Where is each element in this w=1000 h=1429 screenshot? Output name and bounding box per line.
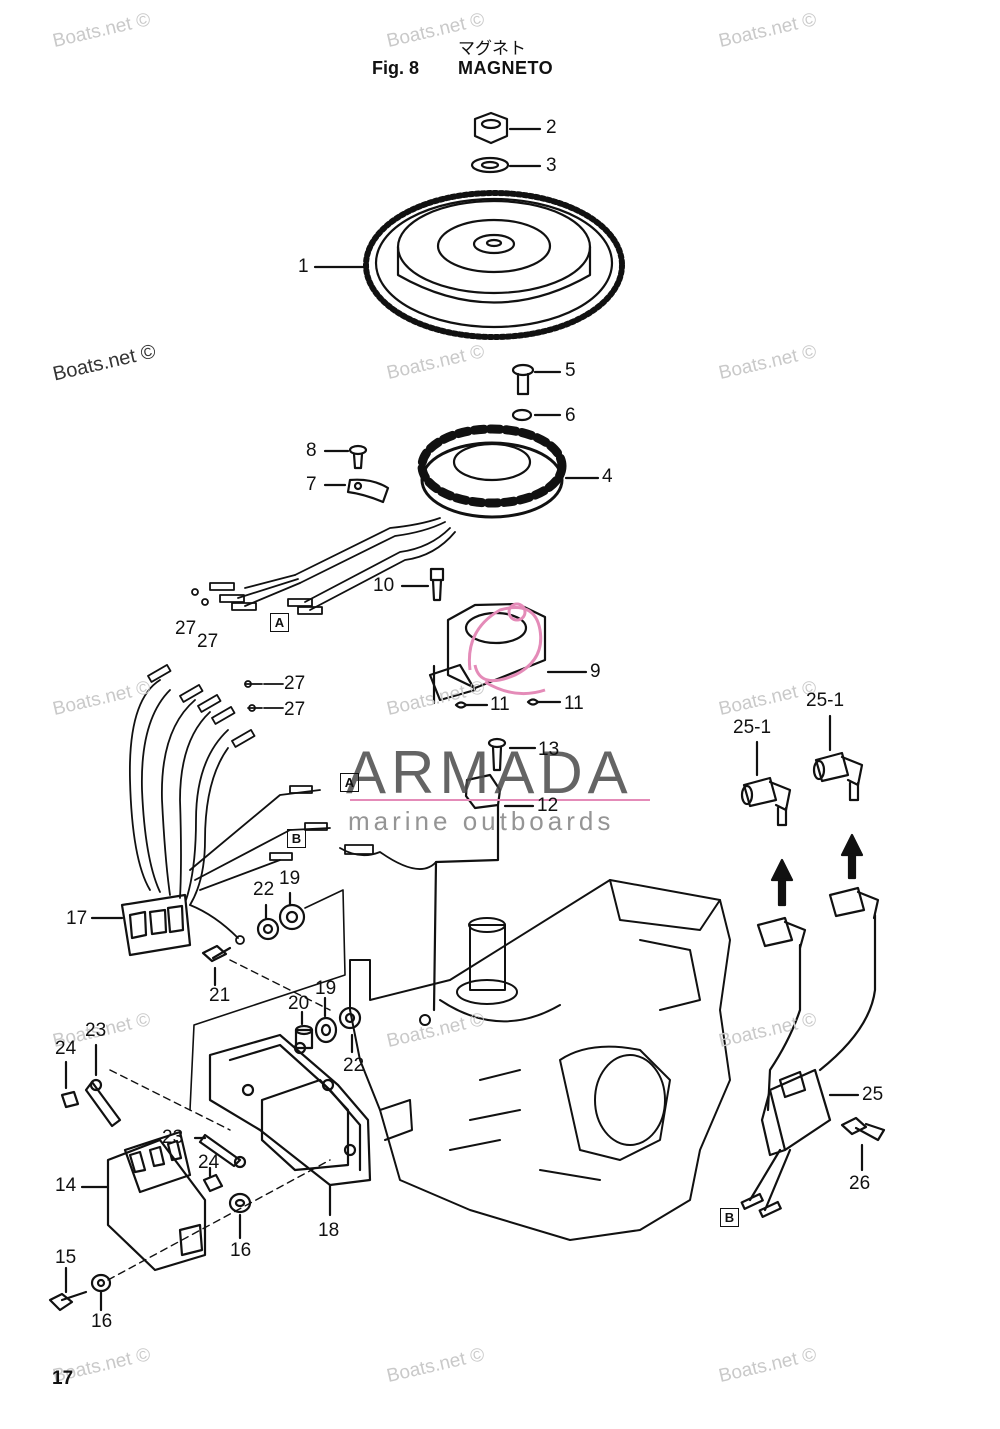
flywheel-washer-icon bbox=[470, 156, 542, 174]
callout-17: 17 bbox=[66, 908, 88, 929]
pulser-bolt-icon bbox=[400, 567, 445, 602]
callout-24: 24 bbox=[55, 1038, 77, 1059]
strap-screw-2-icon bbox=[202, 1166, 224, 1193]
stator-washer-icon bbox=[511, 408, 562, 422]
collar-icon bbox=[256, 903, 280, 941]
callout-25-1: 25-1 bbox=[806, 690, 845, 711]
callout-22: 22 bbox=[343, 1055, 365, 1076]
coil-bolt-icon bbox=[840, 1116, 886, 1172]
cdi-washer-icon bbox=[228, 1192, 252, 1240]
connector-label-a: A bbox=[340, 773, 359, 792]
callout-23: 23 bbox=[162, 1127, 184, 1148]
connector-label-b: B bbox=[720, 1208, 739, 1227]
armada-logo-icon bbox=[467, 602, 546, 696]
bracket-grommet-icon bbox=[314, 996, 338, 1044]
cdi-connector-icon bbox=[90, 893, 192, 957]
pickup-sensor-icon bbox=[432, 773, 535, 1012]
page-number: 17 bbox=[52, 1368, 74, 1389]
cdi-bracket-icon bbox=[208, 1033, 372, 1217]
callout-19: 19 bbox=[279, 868, 301, 889]
up-arrow-icon bbox=[770, 833, 864, 907]
flywheel-nut-icon bbox=[473, 111, 542, 145]
callout-26: 26 bbox=[849, 1173, 871, 1194]
engine-block-icon bbox=[349, 879, 731, 1241]
callout-27: 27 bbox=[284, 673, 306, 694]
spark-plug-cap-right-icon bbox=[812, 714, 864, 802]
callout-25-1: 25-1 bbox=[733, 717, 772, 738]
callout-20: 20 bbox=[288, 993, 310, 1014]
figure-title-japanese: マグネト bbox=[458, 39, 526, 59]
callout-27: 27 bbox=[197, 631, 219, 652]
strap-screw-icon bbox=[60, 1060, 80, 1109]
cdi-unit-icon bbox=[80, 1130, 207, 1272]
callout-16: 16 bbox=[91, 1311, 113, 1332]
callout-21: 21 bbox=[209, 985, 231, 1006]
callout-3: 3 bbox=[546, 155, 557, 176]
callout-16: 16 bbox=[230, 1240, 252, 1261]
callout-11: 11 bbox=[564, 693, 584, 714]
callout-9: 9 bbox=[590, 661, 601, 682]
callout-2: 2 bbox=[546, 117, 557, 138]
connector-label-a: A bbox=[270, 613, 289, 632]
callout-23: 23 bbox=[85, 1020, 107, 1041]
leader-lines bbox=[107, 959, 331, 1281]
ground-strap-2-icon bbox=[193, 1133, 247, 1169]
callout-5: 5 bbox=[565, 360, 576, 381]
ground-strap-icon bbox=[84, 1043, 122, 1128]
cdi-mount-bolt-icon bbox=[48, 1266, 88, 1312]
callout-1: 1 bbox=[298, 256, 309, 277]
callout-13: 13 bbox=[538, 739, 560, 760]
callout-24: 24 bbox=[198, 1152, 220, 1173]
stator-bolt-icon bbox=[511, 363, 562, 396]
callout-11: 11 bbox=[490, 694, 510, 715]
connector-label-b: B bbox=[287, 829, 306, 848]
spark-plug-cap-left-icon bbox=[740, 740, 792, 827]
cdi-mount-washer-icon bbox=[90, 1273, 112, 1312]
flywheel-icon bbox=[313, 190, 625, 340]
figure-number: Fig. 8 bbox=[372, 58, 420, 78]
callout-18: 18 bbox=[318, 1220, 340, 1241]
clamp-screw-icon bbox=[323, 444, 368, 470]
callout-15: 15 bbox=[55, 1247, 77, 1268]
callout-25: 25 bbox=[862, 1084, 884, 1105]
bracket-bolt-icon bbox=[201, 944, 232, 987]
brand-tagline: marine outboards bbox=[348, 806, 615, 836]
callout-19: 19 bbox=[315, 978, 337, 999]
grommet-icon bbox=[278, 891, 306, 931]
callout-12: 12 bbox=[537, 795, 559, 816]
bracket-collar-icon bbox=[294, 1010, 314, 1050]
callout-4: 4 bbox=[602, 466, 613, 487]
figure-title: MAGNETO bbox=[458, 58, 554, 78]
wire-clamp-icon bbox=[323, 478, 390, 504]
stator-harness-icon bbox=[191, 517, 456, 615]
callout-27: 27 bbox=[175, 618, 197, 639]
stator-coil-icon bbox=[417, 424, 600, 519]
callout-14: 14 bbox=[55, 1175, 77, 1196]
callout-8: 8 bbox=[306, 440, 317, 461]
callout-22: 22 bbox=[253, 879, 275, 900]
bracket-outline-icon bbox=[189, 889, 346, 1111]
callout-6: 6 bbox=[565, 405, 576, 426]
callout-7: 7 bbox=[306, 474, 317, 495]
callout-27: 27 bbox=[284, 699, 306, 720]
ignition-coil-icon bbox=[740, 886, 880, 1218]
brand-name: ARMADA bbox=[346, 739, 633, 806]
callout-10: 10 bbox=[373, 575, 395, 596]
cdi-harness-icon bbox=[129, 664, 437, 945]
pulser-screw-icon bbox=[487, 737, 537, 772]
